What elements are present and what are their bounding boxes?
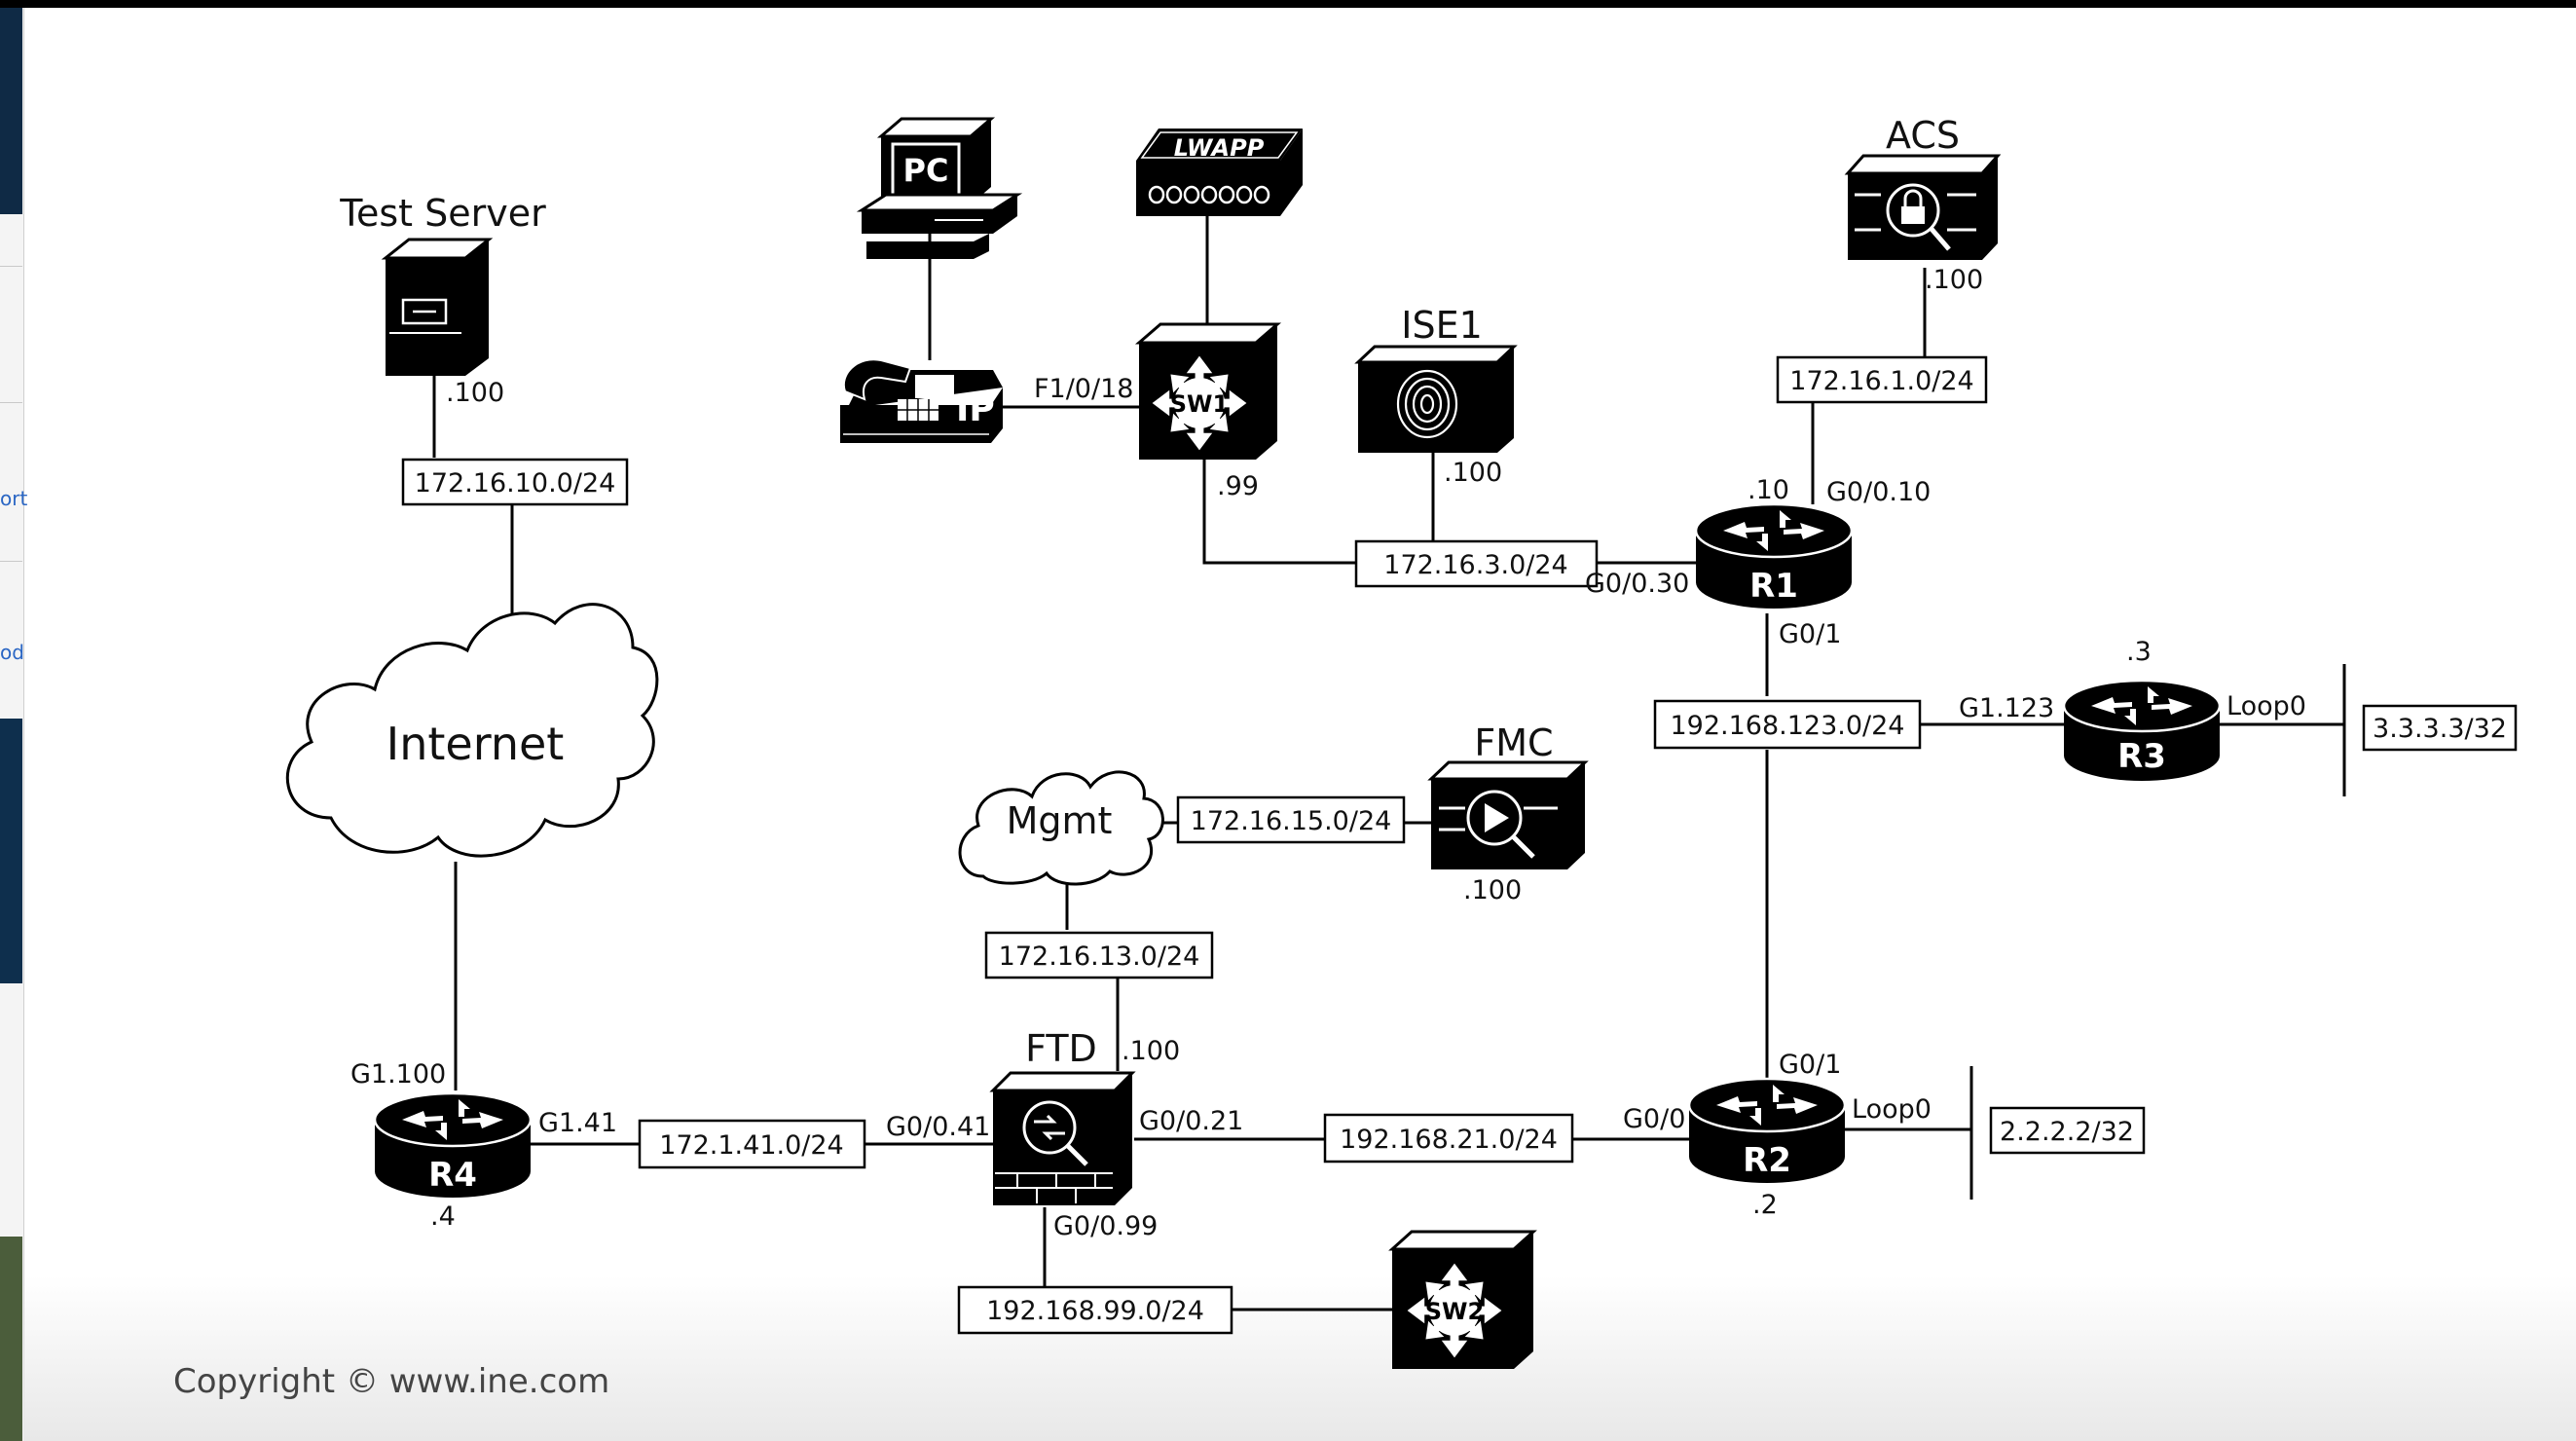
ise1-ip: .100 bbox=[1444, 458, 1502, 488]
subnet-r2-loopback: 2.2.2.2/32 bbox=[1989, 1106, 2146, 1155]
ip-phone-label: IP bbox=[956, 389, 995, 429]
subnet-r3-loopback: 3.3.3.3/32 bbox=[2362, 704, 2518, 752]
subnet-ftd-sw2: 192.168.99.0/24 bbox=[957, 1285, 1233, 1335]
r3-ip: .3 bbox=[2126, 637, 2152, 667]
test-server-ip: .100 bbox=[446, 378, 504, 408]
r1-port-g0-0-30: G0/0.30 bbox=[1585, 569, 1689, 599]
r4-label: R4 bbox=[428, 1156, 477, 1195]
copyright-text: Copyright © www.ine.com bbox=[173, 1362, 609, 1401]
r3-router[interactable]: R3 bbox=[2062, 679, 2222, 781]
fmc-label: FMC bbox=[1474, 721, 1553, 764]
subnet-test-server: 172.16.10.0/24 bbox=[401, 458, 629, 506]
sidebar-image-dark bbox=[0, 719, 22, 983]
pc[interactable]: PC bbox=[856, 117, 1023, 259]
r2-router[interactable]: R2 bbox=[1687, 1077, 1847, 1183]
acs-label: ACS bbox=[1886, 114, 1960, 157]
r4-router[interactable]: R4 bbox=[373, 1091, 533, 1198]
subnet-label: 192.168.21.0/24 bbox=[1340, 1125, 1558, 1155]
r1-port-g0-1: G0/1 bbox=[1779, 619, 1841, 649]
subnet-mgmt-ftd: 172.16.13.0/24 bbox=[984, 931, 1214, 979]
sidebar-image-blue bbox=[0, 8, 22, 214]
ftd-port-g0-0-41: G0/0.41 bbox=[886, 1112, 990, 1142]
r4-port-g1-100: G1.100 bbox=[350, 1059, 446, 1090]
subnet-fmc: 172.16.15.0/24 bbox=[1176, 795, 1406, 844]
subnet-acs: 172.16.1.0/24 bbox=[1776, 355, 1988, 404]
sw1-ip: .99 bbox=[1217, 471, 1259, 501]
subnet-label: 192.168.99.0/24 bbox=[986, 1296, 1204, 1326]
left-sidebar-strip: ort od bbox=[0, 8, 28, 1441]
acs-server[interactable]: ACS .100 bbox=[1844, 114, 2002, 295]
r2-port-loop0: Loop0 bbox=[1852, 1094, 1932, 1125]
subnet-ise: 172.16.3.0/24 bbox=[1354, 539, 1599, 588]
r2-label: R2 bbox=[1743, 1141, 1791, 1180]
sw1-label: SW1 bbox=[1170, 390, 1229, 418]
subnet-label: 172.16.1.0/24 bbox=[1789, 366, 1973, 396]
subnet-label: 172.16.3.0/24 bbox=[1383, 550, 1567, 580]
subnet-label: 172.16.10.0/24 bbox=[415, 468, 616, 499]
r1-router[interactable]: R1 bbox=[1694, 502, 1854, 609]
subnet-label: 2.2.2.2/32 bbox=[2000, 1117, 2134, 1147]
pc-label: PC bbox=[903, 152, 949, 189]
ise1-server[interactable]: ISE1 .100 bbox=[1354, 304, 1518, 488]
r1-ip: .10 bbox=[1748, 475, 1789, 505]
footer-fade bbox=[23, 1275, 2576, 1441]
r2-port-g0-0: G0/0 bbox=[1623, 1104, 1685, 1134]
r2-ip: .2 bbox=[1752, 1190, 1778, 1220]
sidebar-link[interactable]: ort bbox=[0, 487, 28, 510]
r2-port-g0-1: G0/1 bbox=[1779, 1050, 1841, 1080]
phone-port-label: F1/0/18 bbox=[1034, 374, 1133, 404]
subnet-r1-r2-r3: 192.168.123.0/24 bbox=[1653, 699, 1922, 750]
lwapp-access-point[interactable]: LWAPP bbox=[1136, 129, 1303, 216]
r3-port-loop0: Loop0 bbox=[2226, 691, 2306, 721]
subnet-label: 3.3.3.3/32 bbox=[2373, 714, 2507, 744]
fmc-server[interactable]: FMC .100 bbox=[1427, 721, 1589, 905]
subnet-label: 172.16.13.0/24 bbox=[999, 942, 1200, 972]
subnet-label: 172.16.15.0/24 bbox=[1191, 806, 1392, 836]
ise1-label: ISE1 bbox=[1401, 304, 1483, 347]
subnet-r4-ftd: 172.1.41.0/24 bbox=[638, 1119, 866, 1169]
subnet-label: 172.1.41.0/24 bbox=[659, 1130, 843, 1161]
sidebar-link[interactable]: od bbox=[0, 641, 24, 664]
r3-port-g1-123: G1.123 bbox=[1959, 693, 2054, 723]
lwapp-label: LWAPP bbox=[1174, 134, 1265, 162]
internet-label: Internet bbox=[386, 718, 565, 770]
internet-cloud: Internet bbox=[285, 603, 659, 858]
r1-port-g0-0-10: G0/0.10 bbox=[1826, 477, 1931, 507]
ftd-port-g0-0-99: G0/0.99 bbox=[1053, 1211, 1158, 1241]
ftd-label: FTD bbox=[1025, 1027, 1097, 1070]
ftd-port-g0-0-21: G0/0.21 bbox=[1139, 1106, 1243, 1136]
test-server-label: Test Server bbox=[339, 192, 546, 235]
connection-lines bbox=[432, 214, 2346, 1312]
r3-label: R3 bbox=[2117, 737, 2166, 776]
subnet-label: 192.168.123.0/24 bbox=[1671, 711, 1905, 741]
ftd-firewall[interactable]: FTD bbox=[989, 1027, 1136, 1205]
r1-label: R1 bbox=[1749, 567, 1798, 606]
sidebar-image-green bbox=[0, 1237, 22, 1441]
r4-port-g1-41: G1.41 bbox=[538, 1108, 617, 1138]
acs-ip: .100 bbox=[1925, 265, 1983, 295]
sw1-switch[interactable]: SW1 bbox=[1134, 322, 1282, 462]
mgmt-label: Mgmt bbox=[1007, 799, 1113, 842]
sw2-switch[interactable]: SW2 bbox=[1388, 1230, 1537, 1369]
r4-ip: .4 bbox=[430, 1201, 456, 1232]
sw2-label: SW2 bbox=[1425, 1298, 1484, 1325]
fmc-ip: .100 bbox=[1463, 875, 1522, 905]
top-bar bbox=[0, 0, 2576, 8]
ftd-ip: .100 bbox=[1122, 1036, 1180, 1066]
ip-phone[interactable]: IP bbox=[840, 358, 1003, 443]
mgmt-cloud: Mgmt bbox=[958, 770, 1164, 886]
test-server[interactable]: Test Server .100 bbox=[339, 192, 546, 408]
subnet-ftd-r2: 192.168.21.0/24 bbox=[1323, 1113, 1574, 1164]
